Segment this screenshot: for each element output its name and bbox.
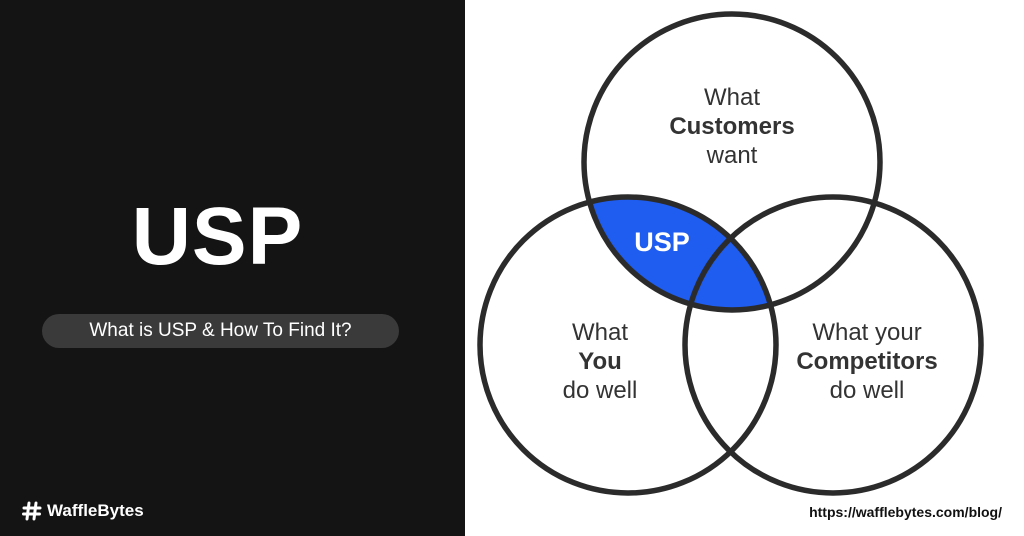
competitors-label-line2: Competitors	[796, 348, 937, 375]
you-label-line3: do well	[563, 377, 638, 404]
hash-logo-icon	[22, 501, 42, 521]
subtitle-pill: What is USP & How To Find It?	[42, 314, 399, 348]
page-title: USP	[131, 191, 304, 282]
customers-label-line3: want	[706, 142, 758, 169]
brand-name: WaffleBytes	[47, 501, 144, 520]
left-panel: USP What is USP & How To Find It? Waffle…	[0, 0, 465, 536]
usp-center-label: USP	[634, 227, 690, 257]
venn-diagram: What Customers want USP What You do well…	[477, 11, 984, 496]
you-circle	[477, 194, 779, 496]
customers-label-line1: What	[704, 84, 760, 111]
customers-circle	[581, 11, 883, 313]
you-label-line2: You	[578, 348, 622, 375]
competitors-label-line1: What your	[812, 319, 921, 346]
customers-label-line2: Customers	[669, 113, 794, 140]
blog-url[interactable]: https://wafflebytes.com/blog/	[809, 504, 1002, 520]
competitors-circle	[682, 194, 984, 496]
brand-logo: WaffleBytes	[22, 500, 144, 522]
competitors-label-line3: do well	[830, 377, 905, 404]
you-label-line1: What	[572, 319, 628, 346]
diagram-panel: What Customers want USP What You do well…	[465, 0, 1024, 536]
